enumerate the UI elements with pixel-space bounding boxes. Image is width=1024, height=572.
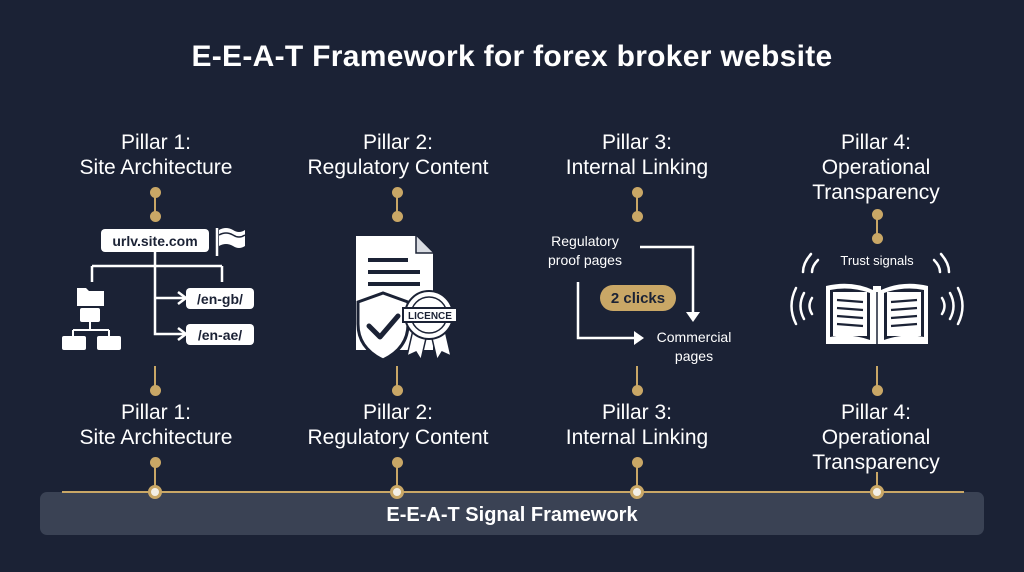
target-label-line2: pages [675,348,713,364]
pillar-2-top-title: Pillar 2:Regulatory Content [307,131,489,179]
signal-waves-icon [790,252,964,326]
connector-knob [392,211,403,222]
clicks-label: 2 clicks [611,290,665,307]
link-arrow [640,245,695,318]
source-label-line2: proof pages [548,252,622,268]
flag-icon [215,228,246,256]
path-box-en-ae [186,324,254,345]
link-arrow [576,282,638,340]
connector-stem [154,366,156,388]
path-box-en-gb [186,288,254,309]
connector-knob [872,209,883,220]
page-title: E-E-A-T Framework for forex broker websi… [191,40,833,73]
timeline-node-2 [390,485,404,499]
tree-connector [90,252,224,282]
trust-signals-label: Trust signals [840,253,914,268]
connector-stem [154,466,156,486]
connector-stem [396,366,398,388]
open-book-icon [826,283,928,344]
connector-stem [154,197,156,213]
pillar-1-top-title: Pillar 1:Site Architecture [79,131,233,179]
sitemap-icon [62,308,121,350]
connector-stem [636,197,638,213]
connector-knob [632,187,643,198]
connector-knob [872,233,883,244]
connector-stem [876,472,878,486]
licence-label: LICENCE [408,311,452,322]
domain-label: urlv.site.com [112,233,197,249]
connector-knob [150,385,161,396]
pillar-3-top-title: Pillar 3:Internal Linking [565,131,709,179]
connector-stem [636,366,638,388]
source-label-line1: Regulatory [551,233,619,249]
connector-stem [396,466,398,486]
regulatory-content-illustration: LICENCE [356,236,458,362]
connector-knob [392,385,403,396]
timeline-node-3 [630,485,644,499]
pillar-1-bottom-title: Pillar 1:Site Architecture [79,401,233,449]
framework-bar-label: E-E-A-T Signal Framework [386,504,638,526]
internal-linking-illustration: Regulatory proof pages 2 clicks Commerci… [548,233,731,364]
connector-stem [876,366,878,388]
connector-stem [876,219,878,235]
connector-knob [150,187,161,198]
connector-knob [150,211,161,222]
path-label-en-gb: /en-gb/ [197,291,243,307]
clicks-badge [600,285,676,311]
operational-transparency-illustration: Trust signals [790,252,964,344]
timeline-node-1 [148,485,162,499]
timeline-line [62,491,964,493]
path-label-en-ae: /en-ae/ [198,327,242,343]
licence-badge-icon [402,290,458,362]
target-label-line1: Commercial [657,329,732,345]
domain-box [101,229,209,252]
connector-knob [150,457,161,468]
connector-stem [636,466,638,486]
tree-connector [153,266,184,336]
connector-stem [396,197,398,213]
connector-knob [632,457,643,468]
connector-knob [872,385,883,396]
connector-knob [632,385,643,396]
pillar-3-bottom-title: Pillar 3:Internal Linking [565,401,709,449]
connector-knob [632,211,643,222]
connector-knob [392,457,403,468]
site-architecture-illustration: urlv.site.com /en-gb/ /en-ae/ [62,228,254,350]
timeline-node-4 [870,485,884,499]
pillar-2-bottom-title: Pillar 2:Regulatory Content [307,401,489,449]
folder-icon [77,288,104,306]
connector-knob [392,187,403,198]
framework-bar [40,492,984,535]
